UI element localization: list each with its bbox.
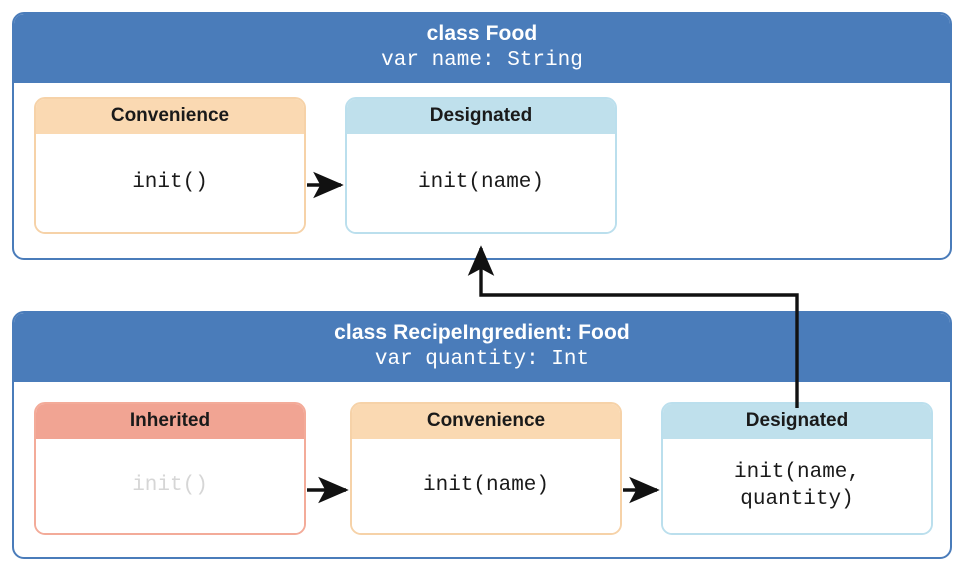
init-kind-label: Designated xyxy=(663,404,931,439)
class-property-recipe-ingredient: var quantity: Int xyxy=(374,348,590,372)
init-kind-label: Designated xyxy=(347,99,615,134)
init-box-recipe-inherited[interactable]: Inherited init() xyxy=(34,402,306,535)
init-signature: init(name, quantity) xyxy=(663,439,931,533)
init-signature: init() xyxy=(36,134,304,232)
class-header-recipe-ingredient: class RecipeIngredient: Food var quantit… xyxy=(14,313,950,383)
init-signature: init(name) xyxy=(352,439,620,533)
init-box-food-convenience[interactable]: Convenience init() xyxy=(34,97,306,234)
init-signature: init() xyxy=(36,439,304,533)
class-name-recipe-ingredient: class RecipeIngredient: Food xyxy=(334,321,630,344)
init-kind-label: Convenience xyxy=(352,404,620,439)
class-property-food: var name: String xyxy=(381,49,583,73)
init-kind-label: Convenience xyxy=(36,99,304,134)
init-signature: init(name) xyxy=(347,134,615,232)
class-name-food: class Food xyxy=(426,22,538,45)
class-header-food: class Food var name: String xyxy=(14,14,950,84)
init-box-recipe-convenience[interactable]: Convenience init(name) xyxy=(350,402,622,535)
init-kind-label: Inherited xyxy=(36,404,304,439)
init-box-food-designated[interactable]: Designated init(name) xyxy=(345,97,617,234)
init-box-recipe-designated[interactable]: Designated init(name, quantity) xyxy=(661,402,933,535)
